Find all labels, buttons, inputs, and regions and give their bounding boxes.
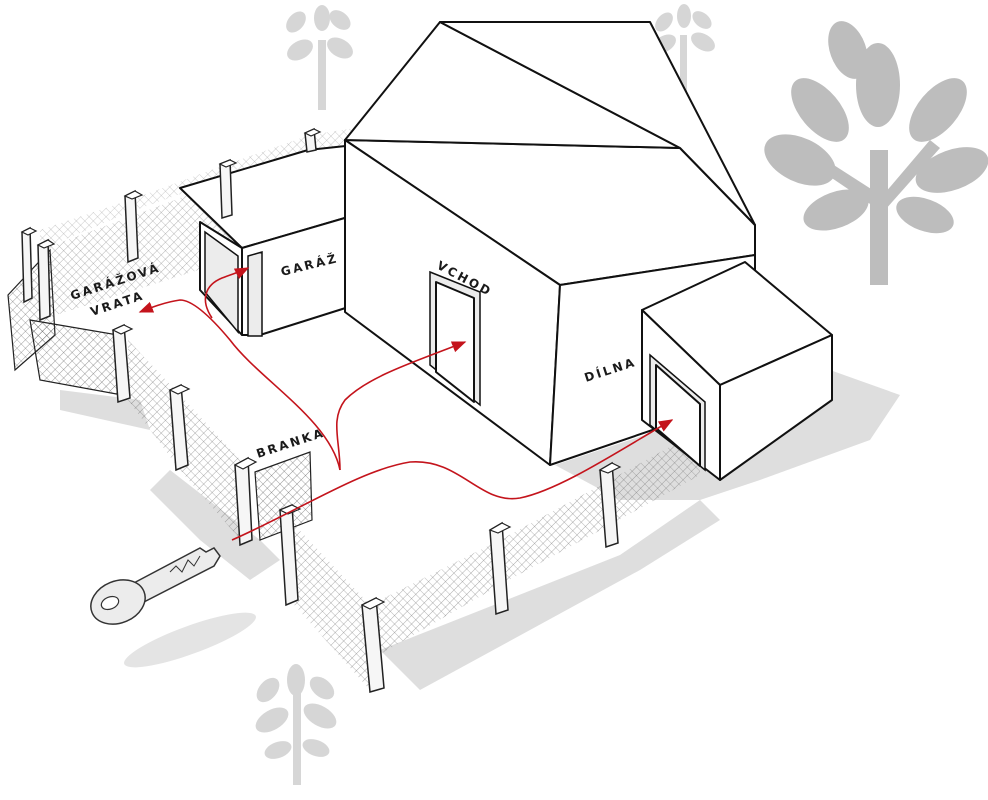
garage-building: [179, 144, 356, 337]
tree-icon: [652, 4, 715, 95]
tree-icon: [255, 664, 337, 785]
fence-post: [360, 596, 386, 693]
route-to-garage: [204, 267, 250, 319]
fence-posts: [20, 127, 622, 693]
fence-post: [123, 189, 144, 264]
fence-post: [303, 127, 322, 153]
label-small-gate: BRANKA: [255, 426, 327, 461]
fence-post: [218, 158, 238, 219]
route-to-garage-gate: [138, 299, 341, 471]
fence-post: [598, 461, 622, 549]
fence-post: [278, 503, 302, 607]
fence-post: [488, 521, 512, 616]
fence-post: [20, 226, 38, 304]
small-gate: [254, 451, 313, 541]
workshop-building: [641, 261, 833, 481]
key-icon: [90, 547, 221, 625]
fence-post: [168, 383, 191, 472]
fence-post: [36, 238, 56, 322]
fence-post: [111, 323, 134, 404]
tree-icon: [286, 5, 353, 110]
tree-icon: [764, 21, 988, 285]
route-arrows: [138, 267, 674, 541]
fence-post: [233, 456, 258, 547]
route-to-entrance: [335, 341, 467, 471]
route-to-workshop: [231, 419, 674, 541]
front-fence: [290, 430, 700, 690]
